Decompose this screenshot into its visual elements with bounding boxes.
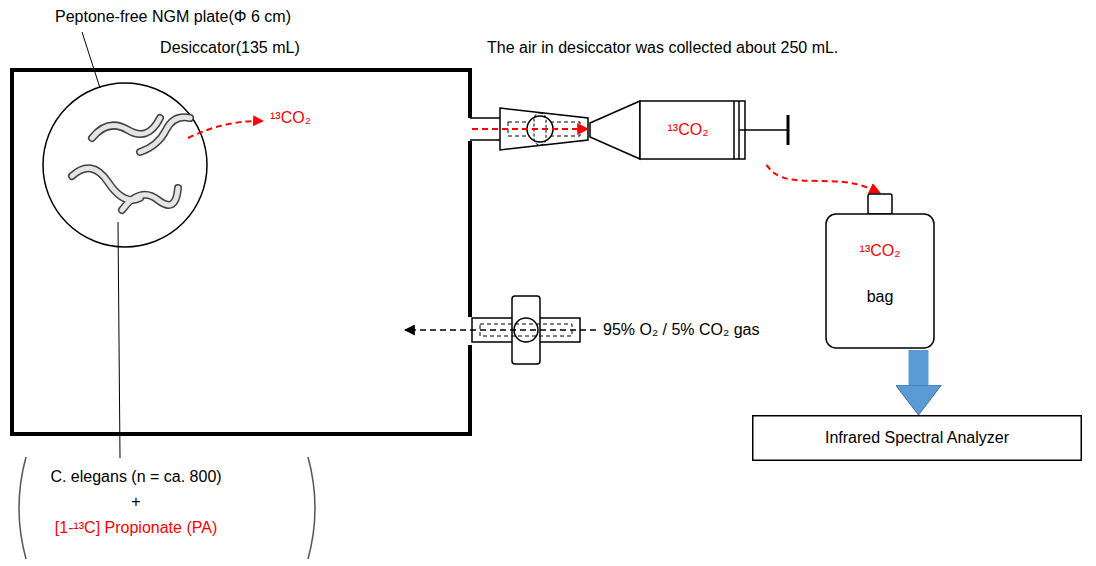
upper-stopcock-part: [470, 139, 502, 141]
node-title: Infrared Spectral Analyzer: [825, 428, 1009, 447]
upper-stopcock: [470, 108, 588, 150]
flow-arrow: [472, 128, 588, 130]
gas-bag: ¹³CO₂ bag: [825, 193, 935, 350]
desiccator-wall-part: [468, 345, 472, 436]
bracket-part: [308, 457, 315, 559]
desiccator-wall-part: [10, 68, 472, 72]
leader-line: [118, 222, 120, 458]
desiccator-box-shape: [10, 68, 472, 436]
syringe-body-part: [739, 129, 788, 131]
desiccator-wall-part: [468, 141, 472, 317]
note-text: The air in desiccator was collected abou…: [487, 38, 838, 57]
node-title: ¹³CO₂: [668, 120, 709, 139]
syringe-body-part: [590, 101, 640, 159]
node-text: +: [131, 492, 140, 511]
node-title: C. elegans (n = ca. 800): [50, 467, 221, 486]
syringe-body-part: [733, 101, 735, 159]
bag-outline-part: [826, 214, 934, 348]
gas-label: ¹³CO₂: [270, 108, 311, 127]
syringe-body-part: [787, 115, 790, 145]
bag-outline-part: [868, 194, 892, 214]
plate-label: Peptone-free NGM plate(Φ 6 cm): [55, 7, 291, 26]
co2-release-arrow: [188, 121, 263, 138]
worms-part-part: [72, 168, 140, 200]
upper-stopcock-part: [470, 117, 502, 119]
worms-part-part: [140, 117, 190, 152]
node-title: ¹³CO₂: [860, 241, 901, 260]
node-text: [1-¹³C] Propionate (PA): [55, 518, 217, 537]
syringe-body: [590, 101, 788, 159]
sample-bracket: C. elegans (n = ca. 800) + [1-¹³C] Propion…: [12, 455, 322, 561]
desiccator-wall-part: [10, 68, 14, 436]
bracket-part: [19, 457, 26, 559]
ngm-plate: [43, 83, 207, 247]
syringe-body-part: [640, 101, 745, 159]
desiccator-wall-part: [468, 68, 472, 118]
bag-outline: [826, 194, 934, 348]
worms: [72, 117, 190, 210]
gas-bag-shape: [825, 193, 935, 350]
desiccator-box: Desiccator(135 mL): [10, 68, 472, 436]
worms-part-part: [122, 188, 178, 210]
desiccator-wall: [10, 68, 472, 436]
block-arrow: [909, 350, 929, 385]
box-outline: [753, 416, 1082, 461]
upper-stopcock-part: [527, 116, 553, 142]
worms-part: [72, 117, 190, 210]
desiccator-wall-part: [10, 432, 472, 436]
node-title: Desiccator(135 mL): [160, 38, 300, 57]
bracket: [19, 457, 315, 559]
analyzer-box: Infrared Spectral Analyzer: [752, 415, 1082, 461]
gas-label: 95% O₂ / 5% CO₂ gas: [603, 320, 759, 339]
flow-arrow: [767, 165, 881, 193]
gas-inflow-arrow: [405, 329, 596, 331]
node-text: bag: [867, 287, 894, 306]
worms-part-part: [72, 168, 140, 200]
syringe: ¹³CO₂: [588, 95, 798, 165]
worms-part-part: [122, 188, 178, 210]
ngm-plate-part: [43, 83, 207, 247]
leader-line: [82, 32, 100, 88]
worms-part-part: [92, 118, 160, 138]
worms-part: [72, 117, 190, 210]
worms-part-part: [92, 118, 160, 138]
